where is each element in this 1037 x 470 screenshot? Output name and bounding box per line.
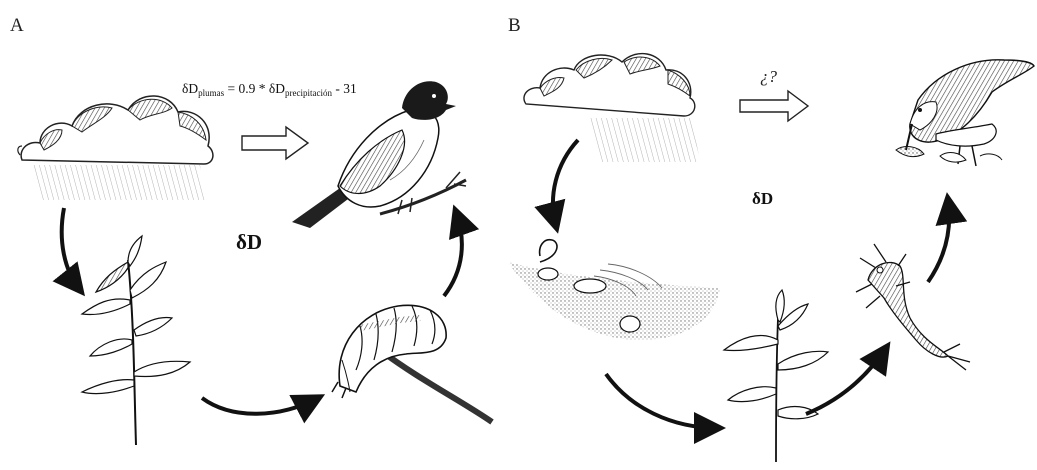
plant-icon (724, 290, 828, 462)
rain-cloud-icon (524, 54, 700, 162)
water-pool-icon (508, 240, 720, 340)
aquatic-larva-icon (856, 244, 970, 370)
rain-cloud-icon (18, 96, 213, 200)
bird-icon (292, 81, 466, 228)
plant-icon (82, 236, 190, 445)
shorebird-icon (896, 60, 1034, 166)
hollow-arrow-icon (740, 91, 808, 121)
caterpillar-icon (332, 305, 492, 422)
hollow-arrow-icon (242, 127, 308, 159)
